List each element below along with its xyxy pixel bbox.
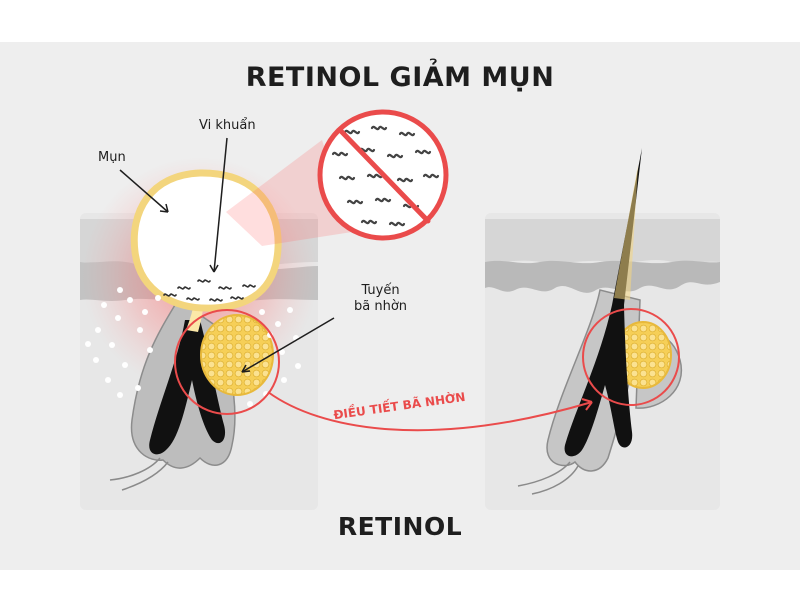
arrow-head-icon <box>159 203 169 213</box>
arrow-head-icon <box>241 364 251 373</box>
bacteria-icon <box>422 173 440 179</box>
bacteria-icon <box>163 293 177 297</box>
bacteria-icon <box>343 129 361 135</box>
bacteria-icon <box>209 298 223 302</box>
bacteria-icon <box>186 297 200 301</box>
bacteria-icon <box>242 284 256 288</box>
arrow-head-icon <box>581 398 593 411</box>
gland-leader-line <box>241 317 335 373</box>
bacteria-icon <box>346 199 364 205</box>
bacteria-icon <box>230 296 244 300</box>
sebaceous-gland-label: Tuyến bã nhờn <box>354 283 407 315</box>
right-nerve-line <box>531 465 579 495</box>
bottom-title: RETINOL <box>337 512 463 541</box>
bacteria-icon <box>414 149 432 155</box>
right-epidermis <box>485 219 720 264</box>
sebaceous-gland-label-line1: Tuyến <box>361 283 400 298</box>
label-leaders <box>119 137 335 373</box>
prohibition-slash <box>337 127 431 224</box>
right-nerve-line <box>517 461 571 487</box>
bacteria-label: Vi khuẩn <box>199 118 256 133</box>
main-title: RETINOL GIẢM MỤN <box>245 62 555 93</box>
bacteria-icon <box>374 197 392 203</box>
left-focus-circle <box>174 309 280 415</box>
bacteria-icon <box>366 173 384 179</box>
bacteria-icon <box>331 151 349 157</box>
pimple-pustule <box>130 169 282 312</box>
left-skin-panel <box>80 157 318 510</box>
bacteria-icon <box>396 177 414 183</box>
bacteria-zoom-callout <box>226 109 449 246</box>
bacteria-icon <box>177 286 191 290</box>
bacteria-icon <box>370 125 388 131</box>
arrow-head-icon <box>209 264 219 273</box>
pimple-leader-line <box>119 169 169 213</box>
hair-sebum-coating <box>614 165 638 300</box>
bacteria-icon <box>360 219 378 225</box>
right-focus-circle <box>582 308 680 406</box>
right-skin-panel <box>485 148 720 510</box>
left-sebaceous-gland <box>200 314 274 396</box>
prohibition-circle <box>317 109 449 241</box>
regulation-arrow <box>267 391 593 432</box>
left-nerve-line <box>109 457 161 481</box>
bacteria-group <box>163 279 256 302</box>
bacteria-icon <box>388 221 406 227</box>
bacteria-icon <box>197 279 211 283</box>
bacteria-leader-line <box>213 137 228 273</box>
sebaceous-gland-label-line2: bã nhờn <box>354 299 408 314</box>
regulation-label: ĐIỀU TIẾT BÃ NHỜN <box>332 387 466 422</box>
left-nerve-line <box>121 461 169 491</box>
pimple-label: Mụn <box>98 150 126 165</box>
right-dermis-layer <box>485 260 720 293</box>
bacteria-icon <box>386 153 404 159</box>
bacteria-icon <box>218 286 232 290</box>
right-hair-root <box>564 305 633 457</box>
bacteria-icon <box>358 147 376 153</box>
bacteria-icon <box>338 175 356 181</box>
bacteria-icon <box>398 131 416 137</box>
